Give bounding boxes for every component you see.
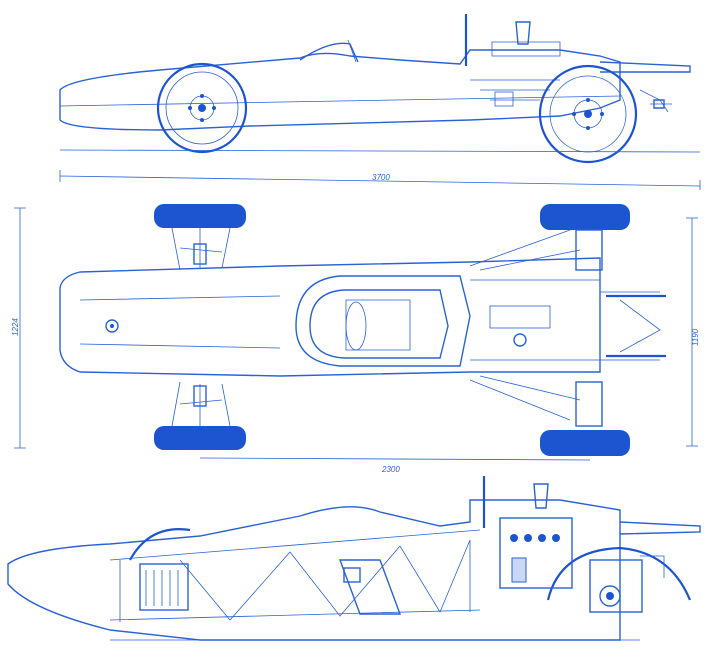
- cutaway-view: [7, 476, 701, 641]
- rear-track-dimension: 1190: [691, 328, 700, 346]
- front-track-dimension: 1224: [11, 318, 20, 336]
- length-dimension: 3700: [372, 173, 390, 182]
- wheelbase-dimension: 2300: [381, 465, 400, 474]
- side-view: 3700: [59, 14, 701, 190]
- plan-view: 1224 1190 2300: [11, 204, 700, 474]
